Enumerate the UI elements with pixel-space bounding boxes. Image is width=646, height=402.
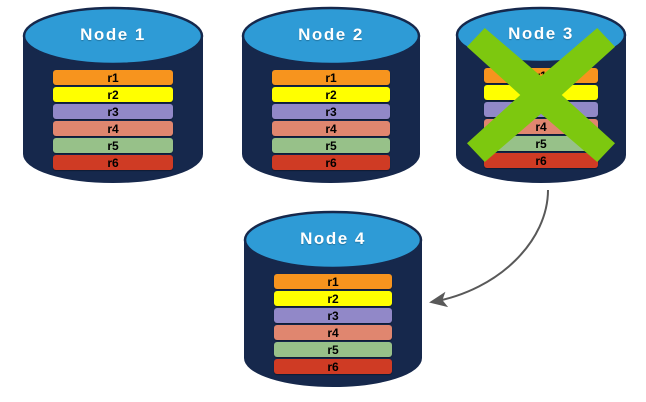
node-1-row-r5[interactable]: r5 (53, 138, 173, 153)
node-3-row-r3[interactable]: r3 (484, 102, 598, 117)
node-2-row-r4[interactable]: r4 (272, 121, 390, 136)
node-2-rows: r1 r2 r3 r4 r5 r6 (241, 70, 421, 170)
arrow-path (429, 189, 549, 308)
node-2-row-r5[interactable]: r5 (272, 138, 390, 153)
node-3-row-r5[interactable]: r5 (484, 136, 598, 151)
node-3-row-r6[interactable]: r6 (484, 153, 598, 168)
node-4-row-r4[interactable]: r4 (274, 325, 392, 340)
node-1-rows: r1 r2 r3 r4 r5 r6 (22, 70, 204, 170)
node-2-row-r3[interactable]: r3 (272, 104, 390, 119)
cylinder-top (455, 6, 627, 64)
node-2-row-r2[interactable]: r2 (272, 87, 390, 102)
node-1-row-r3[interactable]: r3 (53, 104, 173, 119)
node-2-row-r1[interactable]: r1 (272, 70, 390, 85)
node-1-row-r1[interactable]: r1 (53, 70, 173, 85)
node-3-row-r4[interactable]: r4 (484, 119, 598, 134)
node-2-row-r6[interactable]: r6 (272, 155, 390, 170)
node-1-row-r2[interactable]: r2 (53, 87, 173, 102)
node-3-row-r1[interactable]: r1 (484, 68, 598, 83)
node-3-rows: r1 r2 r3 r4 r5 r6 (455, 68, 627, 168)
node-4-row-r1[interactable]: r1 (274, 274, 392, 289)
cylinder-top (243, 210, 423, 270)
cylinder-top (241, 6, 421, 66)
node-1-row-r4[interactable]: r4 (53, 121, 173, 136)
node-3-row-r2[interactable]: r2 (484, 85, 598, 100)
node-4-row-r5[interactable]: r5 (274, 342, 392, 357)
node-1-row-r6[interactable]: r6 (53, 155, 173, 170)
node-4-row-r3[interactable]: r3 (274, 308, 392, 323)
node-4-row-r6[interactable]: r6 (274, 359, 392, 374)
node-4-rows: r1 r2 r3 r4 r5 r6 (243, 274, 423, 374)
cylinder-top (22, 6, 204, 66)
node-4-row-r2[interactable]: r2 (274, 291, 392, 306)
